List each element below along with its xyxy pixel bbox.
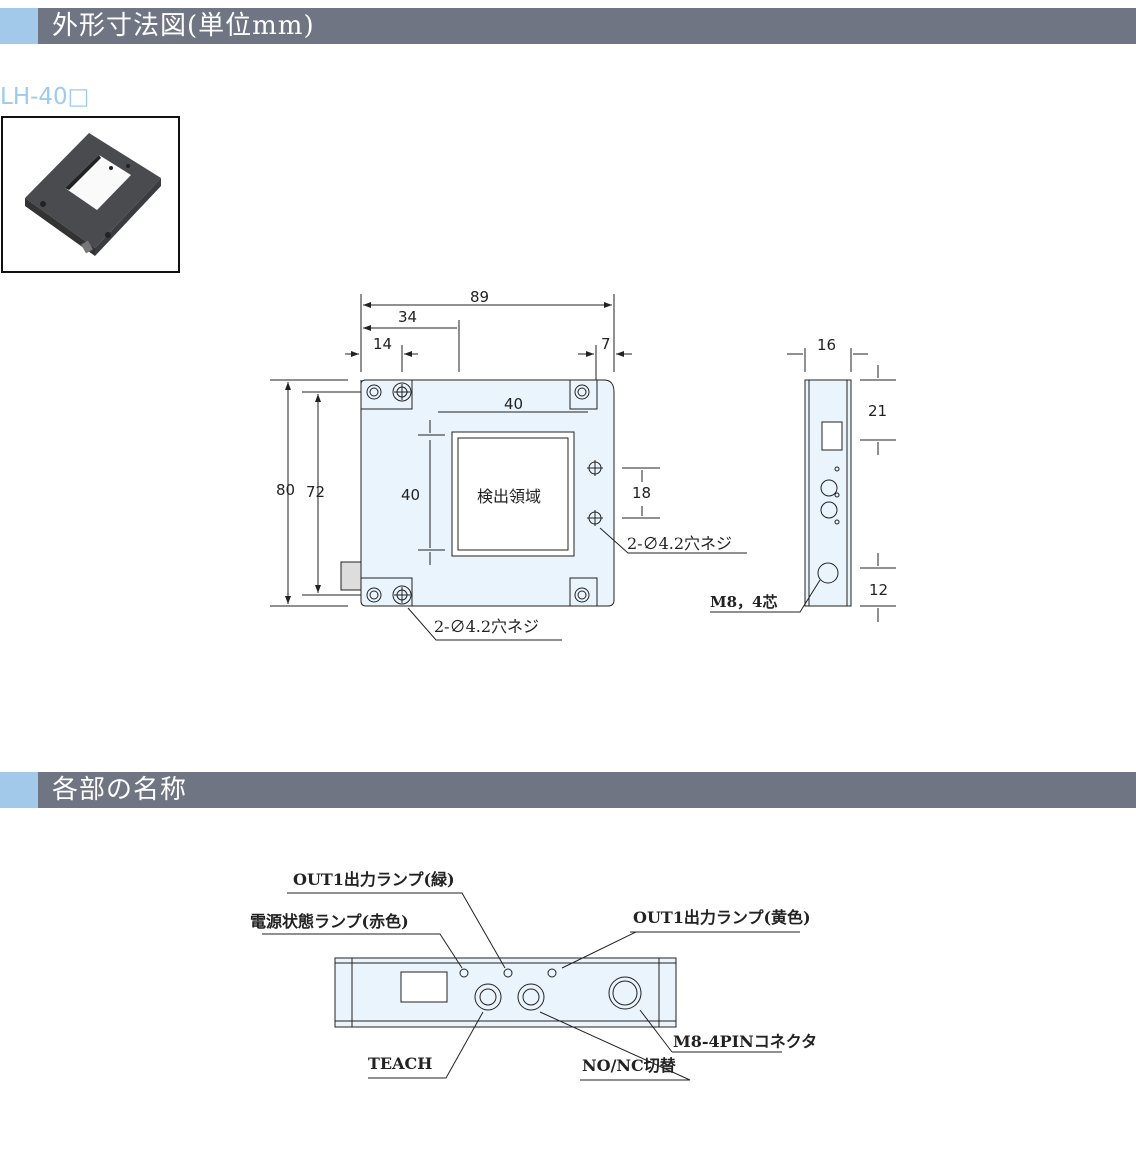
side-view xyxy=(710,348,896,622)
dim-7: 7 xyxy=(601,335,611,353)
label-out1-green: OUT1出力ランプ(緑) xyxy=(293,870,455,889)
dim-72: 72 xyxy=(306,483,325,501)
detection-area-label: 検出領域 xyxy=(477,487,541,506)
header-accent xyxy=(0,8,38,44)
product-photo xyxy=(1,116,180,273)
connector-note: M8，4芯 xyxy=(710,593,777,611)
label-teach: TEACH xyxy=(368,1054,432,1073)
dim-18: 18 xyxy=(632,484,651,502)
hole-note-bottom: 2-∅4.2穴ネジ xyxy=(434,617,539,636)
label-out1-yellow: OUT1出力ランプ(黄色) xyxy=(633,908,811,927)
front-view xyxy=(270,294,747,641)
dim-89: 89 xyxy=(470,288,489,306)
dim-14: 14 xyxy=(373,335,392,353)
bottom-view xyxy=(262,892,800,1081)
dim-16: 16 xyxy=(817,336,836,354)
dim-34: 34 xyxy=(398,308,417,326)
sensor-image xyxy=(25,133,161,256)
dim-window-height: 40 xyxy=(401,486,420,504)
label-connector: M8-4PINコネクタ xyxy=(673,1032,817,1051)
model-name: LH-40□ xyxy=(0,84,90,110)
label-power-lamp: 電源状態ランプ(赤色) xyxy=(250,912,409,931)
dim-21: 21 xyxy=(868,402,887,420)
dim-12: 12 xyxy=(869,581,888,599)
section-header-parts: 各部の名称 xyxy=(0,772,1136,808)
section-title: 外形寸法図(単位mm) xyxy=(52,11,315,41)
dim-window-width: 40 xyxy=(504,395,523,413)
section-title: 各部の名称 xyxy=(52,775,188,805)
header-accent xyxy=(0,772,38,808)
label-nonc: NO/NC切替 xyxy=(582,1056,676,1075)
dim-80: 80 xyxy=(276,481,295,499)
hole-note-side: 2-∅4.2穴ネジ xyxy=(627,534,732,553)
section-header-dimensions: 外形寸法図(単位mm) xyxy=(0,8,1136,44)
